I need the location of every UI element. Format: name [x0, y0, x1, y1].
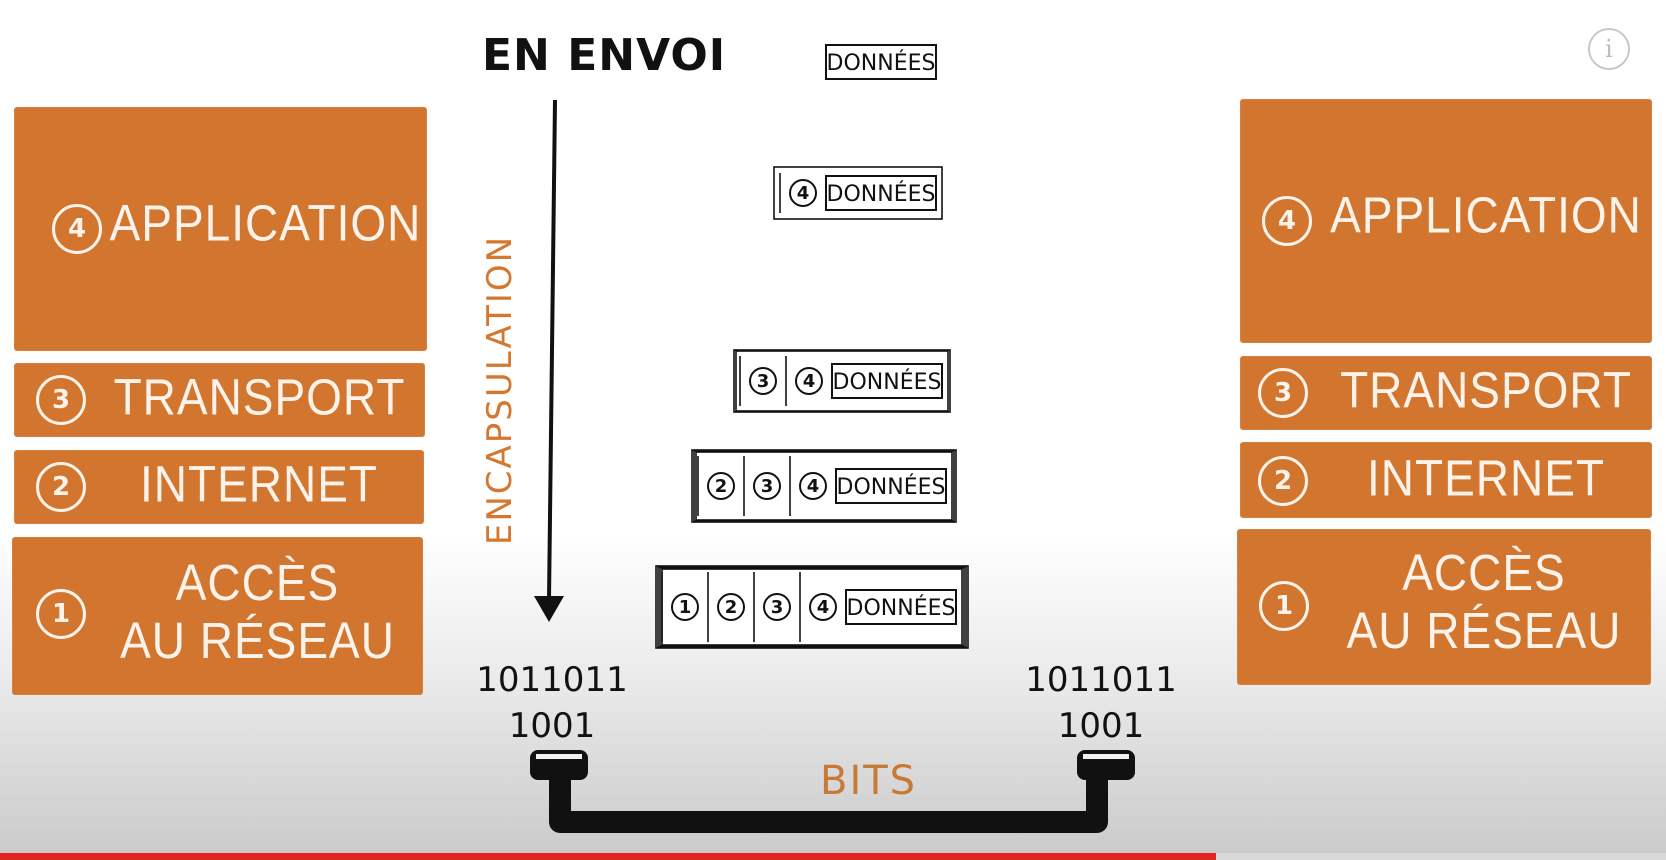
- right-layer-4-label: APPLICATION: [1330, 186, 1642, 244]
- left-layer-transport: 3 TRANSPORT: [14, 363, 425, 437]
- bits-label: BITS: [820, 758, 918, 804]
- right-layer-3-number: 3: [1258, 368, 1308, 418]
- packet-data-label: DONNÉES: [827, 181, 936, 207]
- network-cable: [530, 750, 1135, 833]
- right-layer-4-number: 4: [1262, 196, 1312, 246]
- left-layer-2-number: 2: [36, 462, 86, 512]
- info-icon[interactable]: i: [1588, 28, 1630, 70]
- right-layer-3-label: TRANSPORT: [1340, 361, 1632, 419]
- video-progress-bar[interactable]: [0, 853, 1666, 860]
- encapsulation-arrow: [534, 99, 564, 622]
- packet-data-box: [831, 363, 943, 399]
- video-progress-fill: [0, 853, 1217, 860]
- bits-right-line1: 1011011: [1025, 660, 1177, 700]
- packet-header-circle: [763, 593, 791, 621]
- packet-2: DONNÉES 4: [773, 166, 943, 220]
- left-layer-2-label: INTERNET: [140, 455, 378, 513]
- packet-data-label: DONNÉES: [847, 595, 956, 621]
- packet-data-box: [825, 175, 937, 211]
- packet-1: DONNÉES: [825, 44, 937, 80]
- right-layer-1-number: 1: [1259, 581, 1309, 631]
- packet-header-circle: [809, 593, 837, 621]
- left-layer-network-access: 1 ACCÈS AU RÉSEAU: [12, 537, 423, 695]
- packet-header-circle: [717, 593, 745, 621]
- left-layer-1-label: ACCÈS AU RÉSEAU: [120, 553, 395, 670]
- bits-right: 1011011 1001: [1021, 660, 1181, 746]
- packet-data-box: [825, 44, 937, 80]
- packet-header-circle: [707, 472, 735, 500]
- packet-4: DONNÉES 2 3 4: [691, 449, 957, 523]
- left-layer-application: 4 APPLICATION: [14, 107, 427, 351]
- bits-left: 1011011 1001: [472, 660, 632, 746]
- left-layer-internet: 2 INTERNET: [14, 450, 424, 524]
- packet-header-circle: [789, 179, 817, 207]
- left-layer-3-number: 3: [36, 375, 86, 425]
- packet-header-number: 3: [757, 371, 770, 392]
- sending-title: EN ENVOI: [482, 30, 727, 81]
- bits-left-line2: 1001: [508, 706, 596, 746]
- packet-3: DONNÉES 3 4: [733, 349, 951, 413]
- packet-header-circle: [795, 367, 823, 395]
- packet-header-number: 2: [715, 476, 728, 497]
- left-layer-4-label: APPLICATION: [109, 194, 422, 252]
- packet-header-circle: [753, 472, 781, 500]
- packet-5: DONNÉES 1 2 3 4: [655, 565, 969, 649]
- left-layer-4-number: 4: [52, 204, 102, 254]
- right-layer-2-number: 2: [1258, 456, 1308, 506]
- packet-data-box: [835, 468, 947, 504]
- packet-header-circle: [799, 472, 827, 500]
- right-layer-1-label: ACCÈS AU RÉSEAU: [1346, 543, 1622, 660]
- packet-data-box: [845, 589, 957, 625]
- packet-data-label: DONNÉES: [837, 474, 946, 500]
- right-layer-network-access: 1 ACCÈS AU RÉSEAU: [1237, 529, 1651, 685]
- left-layer-3-label: TRANSPORT: [113, 368, 406, 426]
- right-layer-transport: 3 TRANSPORT: [1240, 356, 1652, 430]
- packet-header-number: 3: [761, 476, 774, 497]
- packet-header-number: 4: [817, 597, 830, 618]
- packet-header-number: 4: [797, 183, 810, 204]
- packet-header-number: 4: [807, 476, 820, 497]
- right-layer-2-label: INTERNET: [1367, 449, 1605, 507]
- right-layer-application: 4 APPLICATION: [1240, 99, 1652, 343]
- packet-header-number: 2: [725, 597, 738, 618]
- right-layer-internet: 2 INTERNET: [1240, 442, 1652, 518]
- packet-header-circle: [749, 367, 777, 395]
- packet-data-label: DONNÉES: [833, 369, 942, 395]
- packet-data-label: DONNÉES: [827, 50, 936, 76]
- packet-header-number: 4: [803, 371, 816, 392]
- packet-header-number: 1: [679, 597, 692, 618]
- bits-right-line2: 1001: [1057, 706, 1145, 746]
- bits-left-line1: 1011011: [476, 660, 628, 700]
- packet-header-circle: [671, 593, 699, 621]
- left-layer-1-number: 1: [36, 589, 86, 639]
- packet-header-number: 3: [771, 597, 784, 618]
